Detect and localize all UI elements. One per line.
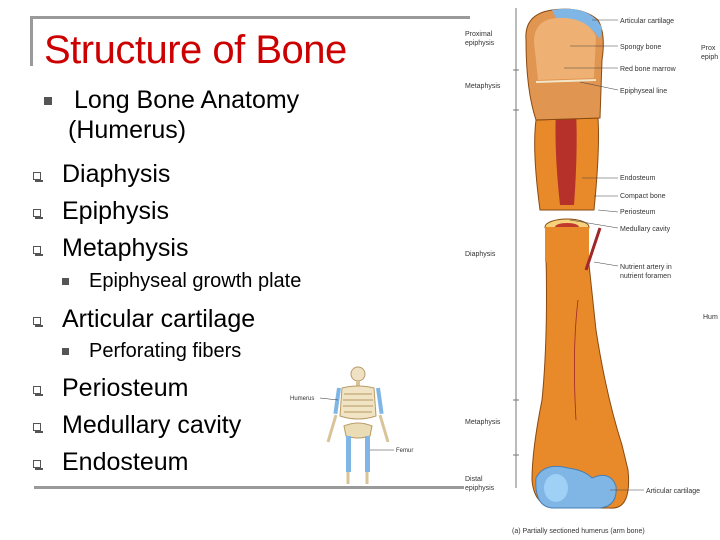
hollow-square-bullet-icon xyxy=(33,172,43,182)
bullet-metaphysis: Metaphysis xyxy=(62,234,189,262)
sub-bullet-perforating-fibers: Perforating fibers xyxy=(89,340,242,362)
label-epiphyseal-line: Epiphyseal line xyxy=(620,88,667,95)
slide-title: Structure of Bone xyxy=(44,28,347,72)
hollow-square-bullet-icon xyxy=(33,460,43,470)
sub-bullet-growth-plate: Epiphyseal growth plate xyxy=(89,270,302,292)
heading-line-2: (Humerus) xyxy=(68,116,187,144)
label-nutrient-foramen: nutrient foramen xyxy=(620,273,671,280)
bullet-epiphysis: Epiphysis xyxy=(62,197,169,225)
hollow-square-bullet-icon xyxy=(33,246,43,256)
label-medullary-cavity: Medullary cavity xyxy=(620,226,671,233)
bullet-diaphysis: Diaphysis xyxy=(62,160,171,188)
square-bullet-icon xyxy=(62,278,69,285)
square-bullet-icon xyxy=(62,348,69,355)
label-diaphysis: Diaphysis xyxy=(465,251,496,258)
frame-top-line xyxy=(30,16,470,19)
bullet-medullary-cavity: Medullary cavity xyxy=(62,411,242,439)
heading-line-1: Long Bone Anatomy xyxy=(74,86,300,114)
skeleton-illustration xyxy=(319,366,394,484)
label-metaphysis-bottom: Metaphysis xyxy=(465,419,501,426)
hollow-square-bullet-icon xyxy=(33,423,43,433)
figure-caption: (a) Partially sectioned humerus (arm bon… xyxy=(512,528,645,535)
humerus-bone-illustration xyxy=(525,8,630,509)
humerus-diagram: Proximal epiphysis Metaphysis Diaphysis … xyxy=(465,8,718,535)
frame-left-line xyxy=(30,16,33,66)
label-periosteum: Periosteum xyxy=(620,209,656,216)
label-nutrient-artery: Nutrient artery in xyxy=(620,264,672,271)
label-endosteum: Endosteum xyxy=(620,175,656,182)
hollow-square-bullet-icon xyxy=(33,386,43,396)
edge-label-epiph: epiph xyxy=(701,54,718,61)
label-articular-cartilage-top: Articular cartilage xyxy=(620,18,674,25)
bullet-articular-cartilage: Articular cartilage xyxy=(62,305,256,333)
hollow-square-bullet-icon xyxy=(33,317,43,327)
edge-label-hum: Hum xyxy=(703,314,718,321)
frame-bottom-line xyxy=(34,486,464,489)
label-distal-epiphysis: epiphysis xyxy=(465,485,495,492)
square-bullet-icon xyxy=(44,97,52,105)
skeleton-figure: Humerus Femur xyxy=(290,366,413,484)
edge-label-prox: Prox xyxy=(701,45,716,52)
bullet-endosteum: Endosteum xyxy=(62,448,189,476)
label-articular-cartilage-bottom: Articular cartilage xyxy=(646,488,700,495)
label-red-bone-marrow: Red bone marrow xyxy=(620,66,677,73)
label-distal: Distal xyxy=(465,476,483,483)
hollow-square-bullet-icon xyxy=(33,209,43,219)
label-humerus: Humerus xyxy=(290,396,314,402)
bullet-periosteum: Periosteum xyxy=(62,374,189,402)
label-spongy-bone: Spongy bone xyxy=(620,44,661,51)
label-proximal: Proximal xyxy=(465,31,493,38)
label-femur: Femur xyxy=(396,448,413,454)
label-metaphysis-top: Metaphysis xyxy=(465,83,501,90)
label-compact-bone: Compact bone xyxy=(620,193,666,200)
label-proximal-epiphysis: epiphysis xyxy=(465,40,495,47)
label-pointer-lines xyxy=(564,19,644,491)
